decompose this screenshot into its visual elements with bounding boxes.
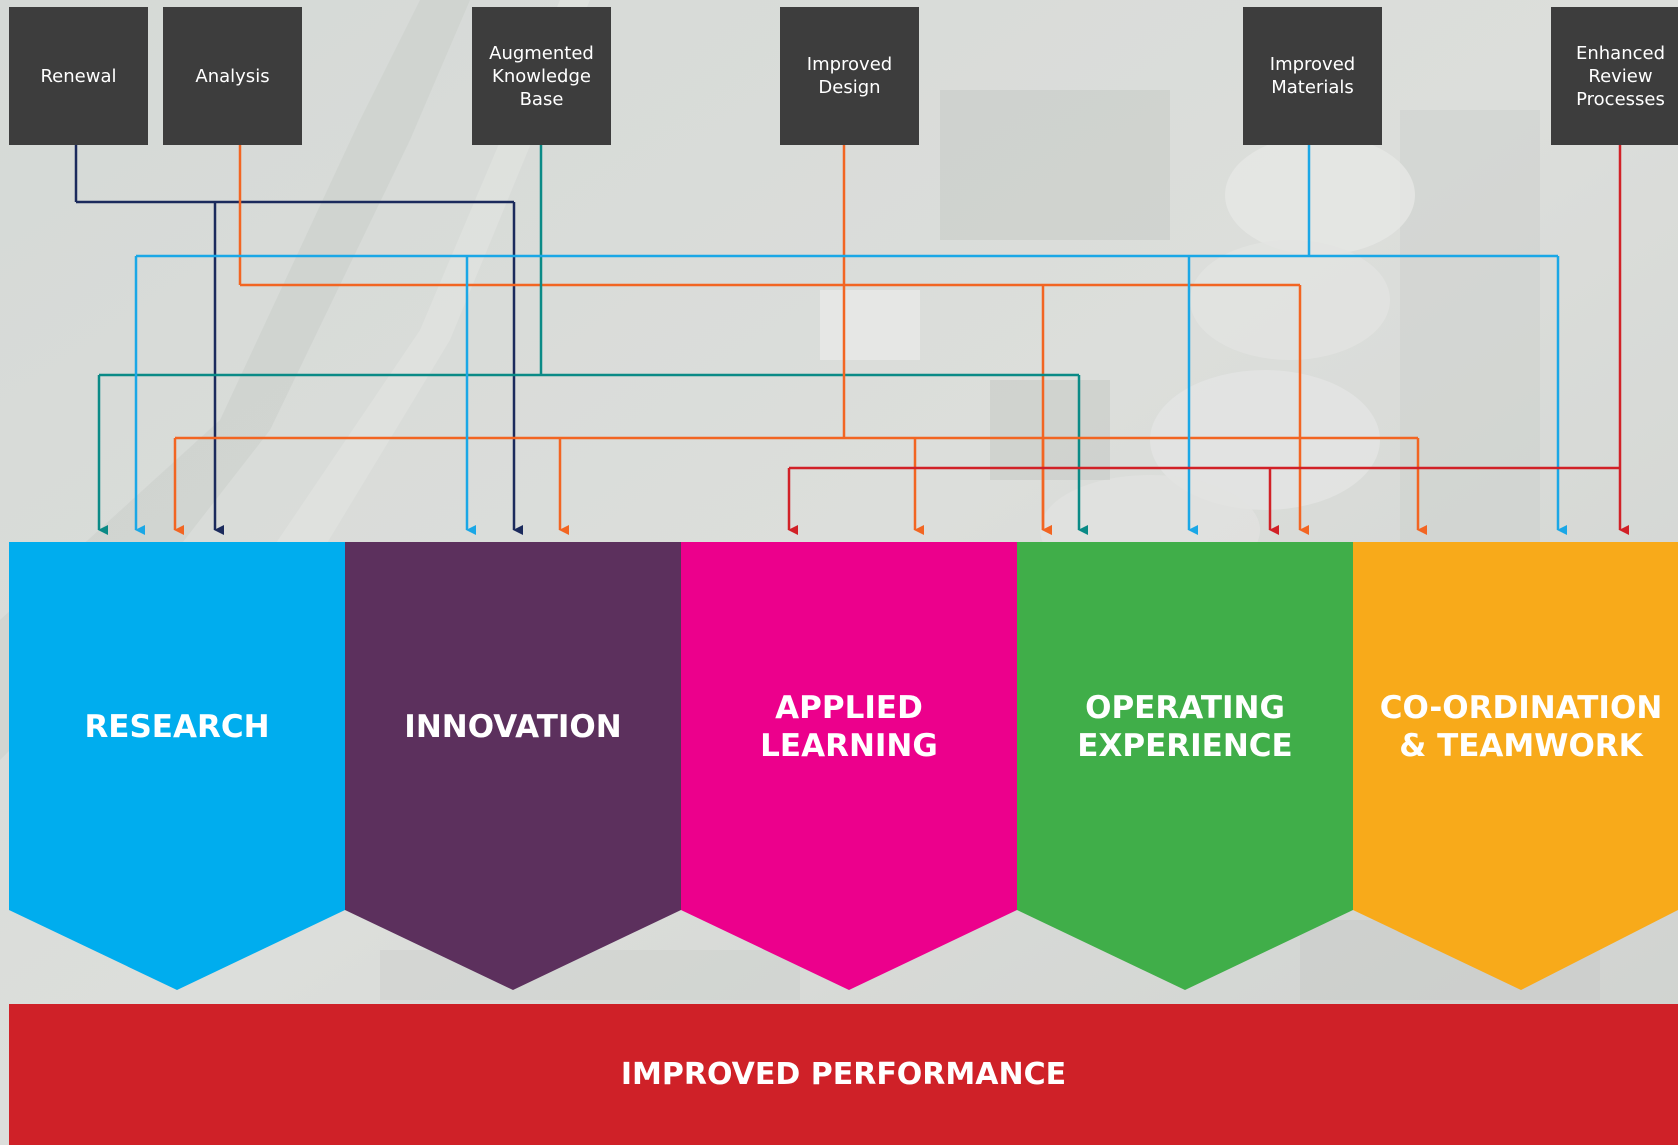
- connector-enhanced-review-processes: [787, 145, 1629, 535]
- improved-performance-label: IMPROVED PERFORMANCE: [620, 1057, 1067, 1092]
- connector-augmented-knowledge-base: [97, 145, 1088, 535]
- improved-performance-bar-shape: [9, 1004, 1678, 1145]
- input-box-improved-materials: Improved Materials: [1243, 7, 1382, 145]
- pillar-label-applied-learning: APPLIED LEARNING: [760, 690, 938, 764]
- connector-improved-design: [173, 145, 1427, 535]
- connector-improved-materials: [134, 145, 1567, 535]
- pillar-research: [9, 542, 345, 990]
- input-box-augmented-knowledge-base: Augmented Knowledge Base: [472, 7, 611, 145]
- connector-renewal: [74, 145, 523, 535]
- pillar-applied-learning: [681, 542, 1017, 990]
- pillar-label-innovation: INNOVATION: [404, 709, 622, 745]
- input-box-improved-design: Improved Design: [780, 7, 919, 145]
- pillar-innovation: [345, 542, 681, 990]
- pillar-label-research: RESEARCH: [84, 709, 270, 745]
- pillar-operating-experience: [1017, 542, 1353, 990]
- pillar-label-operating-experience: OPERATING EXPERIENCE: [1077, 690, 1293, 764]
- input-box-renewal: Renewal: [9, 7, 148, 145]
- pillar-label-co-ordination-teamwork: CO-ORDINATION & TEAMWORK: [1379, 690, 1663, 764]
- input-box-analysis: Analysis: [163, 7, 302, 145]
- input-box-enhanced-review-processes: Enhanced Review Processes: [1551, 7, 1678, 145]
- pillar-co-ordination-teamwork: [1353, 542, 1678, 990]
